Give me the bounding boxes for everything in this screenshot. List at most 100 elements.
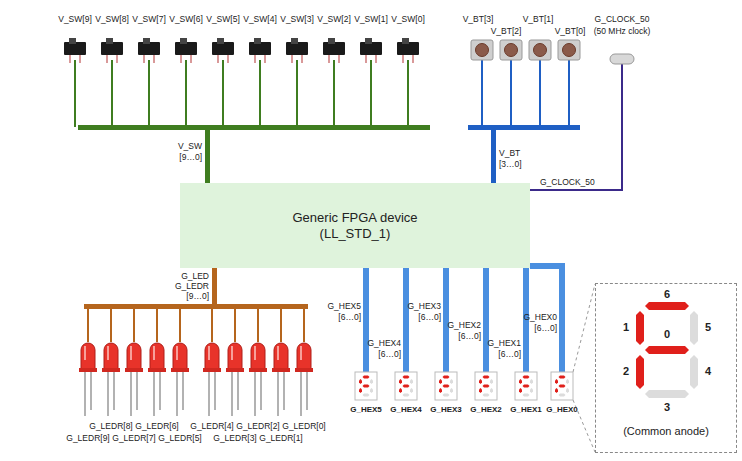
signal-label: G_LED [181,271,209,281]
signal-label: G_HEX4 [367,338,401,348]
led-shine [208,346,210,360]
led-rim [171,368,189,372]
led-leg [153,372,155,416]
led [173,343,187,370]
device-name: Generic FPGA device (LL_STD_1) [280,210,430,242]
switch-wire [259,60,261,127]
display-segment [636,355,644,389]
led [81,343,95,370]
display-segment [559,376,566,379]
led-wire [87,307,89,342]
button-cap [476,44,489,57]
signal-label: [6…0] [498,349,521,359]
display-segment [370,388,373,393]
seven-segment-display [435,372,457,400]
display-segment [359,379,362,384]
display-segment [636,311,644,345]
led-wire [280,307,282,342]
switch-knob [106,38,113,44]
display-segment [403,394,410,397]
led-leg [136,372,138,410]
signal-label: G_CLOCK_50 [540,177,595,187]
led [205,343,219,370]
led-wire [156,307,158,342]
led-leg [214,372,216,410]
clock-wire [530,64,622,190]
display-segment [370,379,373,384]
display-segment [359,388,362,393]
signal-label: G_LEDR[5] [158,433,201,443]
display-segment [523,376,530,379]
display-segment [439,379,442,384]
display-segment [363,376,370,379]
button-wire [481,60,483,127]
display-segment [403,376,410,379]
display-segment [519,388,522,393]
signal-label: [6…0] [418,312,441,322]
button-cap [563,44,576,57]
display-segment [363,394,370,397]
signal-label: G_LEDR[2] [236,421,279,431]
led-wire [133,307,135,342]
switch-knob [180,38,187,44]
display-detail-box: (Common anode) [595,283,737,453]
signal-label: G_HEX1 [487,338,521,348]
led-rim [295,368,313,372]
button-bus [468,125,580,130]
switch-pin [328,55,330,63]
switch-wire [74,60,76,127]
switch-pin [375,55,377,63]
display-name: G_HEX2 [470,405,502,415]
display-segment [530,379,533,384]
signal-label: V_BT[3] [463,14,494,24]
hex-bus [363,268,369,372]
display-segment [479,379,482,384]
led-rim [226,368,244,372]
led [228,343,242,370]
led-shine [84,346,86,360]
signal-label: G_HEX5 [327,301,361,311]
switch-pin [153,55,155,63]
button-wire [568,60,570,127]
switch-pin [227,55,229,63]
switch-pin [180,55,182,63]
signal-label: V_BT[0] [555,26,586,36]
switch-wire [370,60,372,127]
switch-pin [264,55,266,63]
switch-knob [69,38,76,44]
display-name: G_HEX3 [430,405,462,415]
signal-label: G_LEDR[9] [66,433,109,443]
segment-number: 3 [664,401,670,414]
switch-pin [106,55,108,63]
signal-label: V_SW[3] [280,14,314,24]
led-shine [107,346,109,360]
fpga-device: Generic FPGA device (LL_STD_1) [180,183,530,268]
signal-label: G_LEDR[8] [89,421,132,431]
led [127,343,141,370]
led-rim [203,368,221,372]
led-wire [303,307,305,342]
signal-label: [6…0] [534,323,557,333]
signal-label: G_LEDR[7] [112,433,155,443]
switch-wire [185,60,187,127]
led-leg [84,372,86,416]
display-segment [559,394,566,397]
signal-label: [6…0] [338,312,361,322]
signal-label: G_HEX2 [447,320,481,330]
switch-knob [143,38,150,44]
display-segment [523,394,530,397]
hex-bus [483,268,489,372]
display-segment [690,311,698,345]
signal-label: [9…0] [186,291,209,301]
led-leg [113,372,115,410]
led-leg [277,372,279,416]
display-segment [483,385,490,388]
signal-label: G_HEX3 [407,301,441,311]
led-leg [90,372,92,410]
switch-pin [338,55,340,63]
led-shine [153,346,155,360]
display-segment [483,394,490,397]
segment-number: 6 [664,288,670,301]
switch-pin [365,55,367,63]
display-segment [519,379,522,384]
